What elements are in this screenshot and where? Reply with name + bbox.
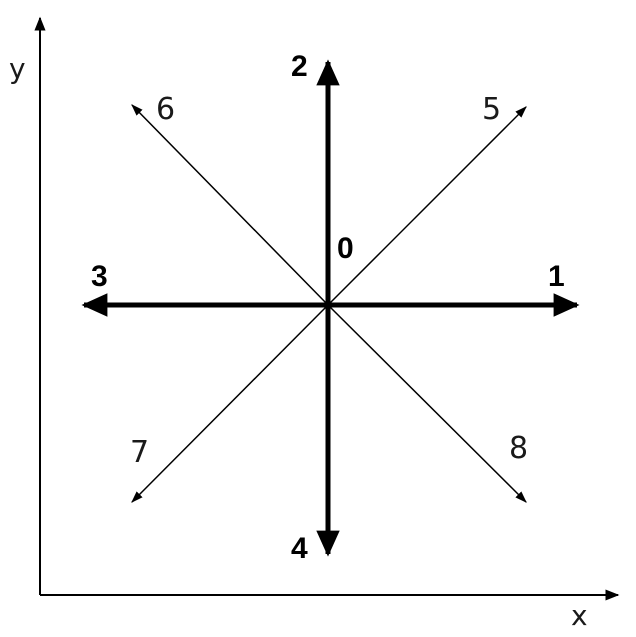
center-label: 0	[337, 232, 354, 265]
label-direction-1: 1	[548, 260, 565, 293]
arrow-direction-7	[131, 304, 329, 503]
arrow-direction-6	[131, 104, 329, 306]
diagonal-arrows	[131, 104, 527, 503]
arrow-direction-8	[327, 304, 527, 503]
x-axis-label: x	[571, 599, 588, 632]
label-direction-8: 8	[509, 431, 528, 466]
cardinal-arrows	[81, 59, 580, 557]
y-axis-label: y	[9, 52, 26, 85]
arrow-direction-5	[327, 106, 527, 306]
label-direction-6: 6	[156, 92, 175, 127]
label-direction-7: 7	[130, 435, 149, 470]
direction-labels: 0 1 2 3 4 5 6 7 8	[91, 50, 565, 565]
label-direction-5: 5	[482, 92, 501, 127]
axes: y x	[9, 16, 620, 632]
label-direction-2: 2	[291, 50, 308, 83]
label-direction-4: 4	[291, 532, 308, 565]
label-direction-3: 3	[91, 260, 108, 293]
